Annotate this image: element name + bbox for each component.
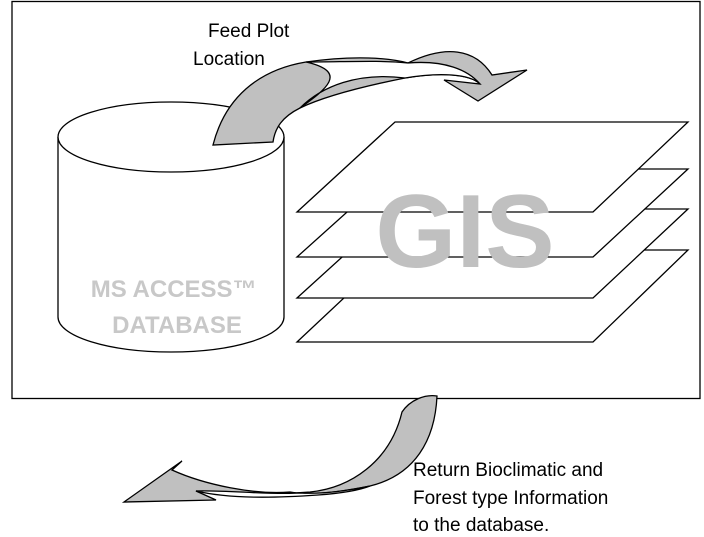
return-label-line-1: Return Bioclimatic and xyxy=(413,460,603,481)
gis-layer-stack xyxy=(295,121,690,343)
feed-plot-label-line-2: Location xyxy=(193,49,265,70)
return-arrow xyxy=(121,394,438,503)
database-cylinder xyxy=(57,101,285,353)
feed-plot-arrow-underside xyxy=(212,51,528,146)
database-cylinder-body xyxy=(57,137,285,353)
database-label-line-1: MS ACCESS™ xyxy=(91,276,257,303)
return-label-line-2: Forest type Information xyxy=(413,488,608,509)
return-label-line-3: to the database. xyxy=(413,515,549,536)
return-arrow-underside xyxy=(121,394,438,503)
database-label: MS ACCESS™ DATABASE xyxy=(91,276,263,339)
feed-plot-arrow-front xyxy=(299,60,481,109)
feed-plot-arrow xyxy=(212,51,528,146)
gis-label: GIS xyxy=(375,174,554,290)
return-arrow-front xyxy=(195,485,371,498)
feed-plot-label-line-1: Feed Plot xyxy=(208,21,290,42)
gis-layer-1 xyxy=(295,121,690,213)
return-label: Return Bioclimatic and Forest type Infor… xyxy=(413,460,614,536)
database-label-line-2: DATABASE xyxy=(112,312,242,339)
feed-plot-label: Feed Plot Location xyxy=(193,21,295,70)
system-frame xyxy=(11,0,701,400)
